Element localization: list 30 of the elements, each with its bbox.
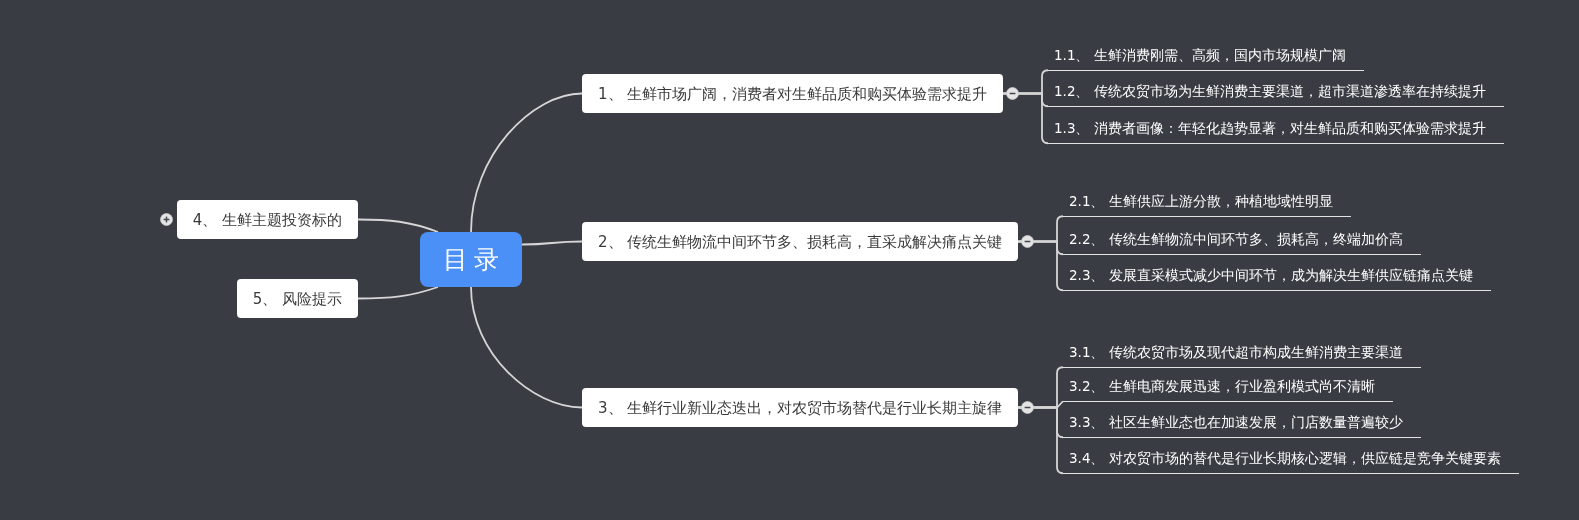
subtopic-text: 3.4、 对农贸市场的替代是行业长期核心逻辑，供应链是竞争关键要素 [1069, 448, 1501, 468]
topic-text: 1、 生鲜市场广阔，消费者对生鲜品质和购买体验需求提升 [598, 83, 988, 104]
subtopic-text: 2.2、 传统生鲜物流中间环节多、损耗高，终端加价高 [1069, 229, 1403, 249]
subtopic-text: 2.3、 发展直采模式减少中间环节，成为解决生鲜供应链痛点关键 [1069, 265, 1473, 285]
connector-line [470, 92, 583, 233]
topic-text: 5、 风险提示 [252, 288, 342, 309]
connector-line [1002, 92, 1049, 145]
connector-line [470, 286, 583, 409]
subtopic-text: 3.3、 社区生鲜业态也在加速发展，门店数量普遍较少 [1069, 412, 1403, 432]
subtopic-text: 1.2、 传统农贸市场为生鲜消费主要渠道，超市渠道渗透率在持续提升 [1054, 81, 1486, 101]
connector-line [357, 286, 439, 300]
connector-line [521, 240, 583, 246]
central-topic-text: 目录 [443, 244, 505, 275]
connector-line [1017, 240, 1064, 292]
topic-card [582, 222, 1019, 261]
connector-line [1017, 406, 1064, 475]
topic-card [176, 200, 358, 239]
subtopic-text: 1.3、 消费者画像：年轻化趋势显著，对生鲜品质和购买体验需求提升 [1054, 118, 1486, 138]
topic-card [582, 388, 1019, 427]
subtopic-text: 3.1、 传统农贸市场及现代超市构成生鲜消费主要渠道 [1069, 342, 1403, 362]
topic-card [236, 279, 358, 318]
topic-text: 4、 生鲜主题投资标的 [192, 209, 342, 230]
topic-text: 3、 生鲜行业新业态迭出，对农贸市场替代是行业长期主旋律 [598, 397, 1003, 418]
topic-card [582, 74, 1004, 113]
subtopic-text: 2.1、 生鲜供应上游分散，种植地域性明显 [1069, 191, 1333, 211]
topic-text: 2、 传统生鲜物流中间环节多、损耗高，直采成解决痛点关键 [598, 231, 1003, 252]
central-topic-card [420, 232, 522, 287]
connector-line [357, 218, 439, 233]
subtopic-text: 3.2、 生鲜电商发展迅速，行业盈利模式尚不清晰 [1069, 376, 1375, 396]
subtopic-text: 1.1、 生鲜消费刚需、高频，国内市场规模广阔 [1054, 45, 1346, 65]
